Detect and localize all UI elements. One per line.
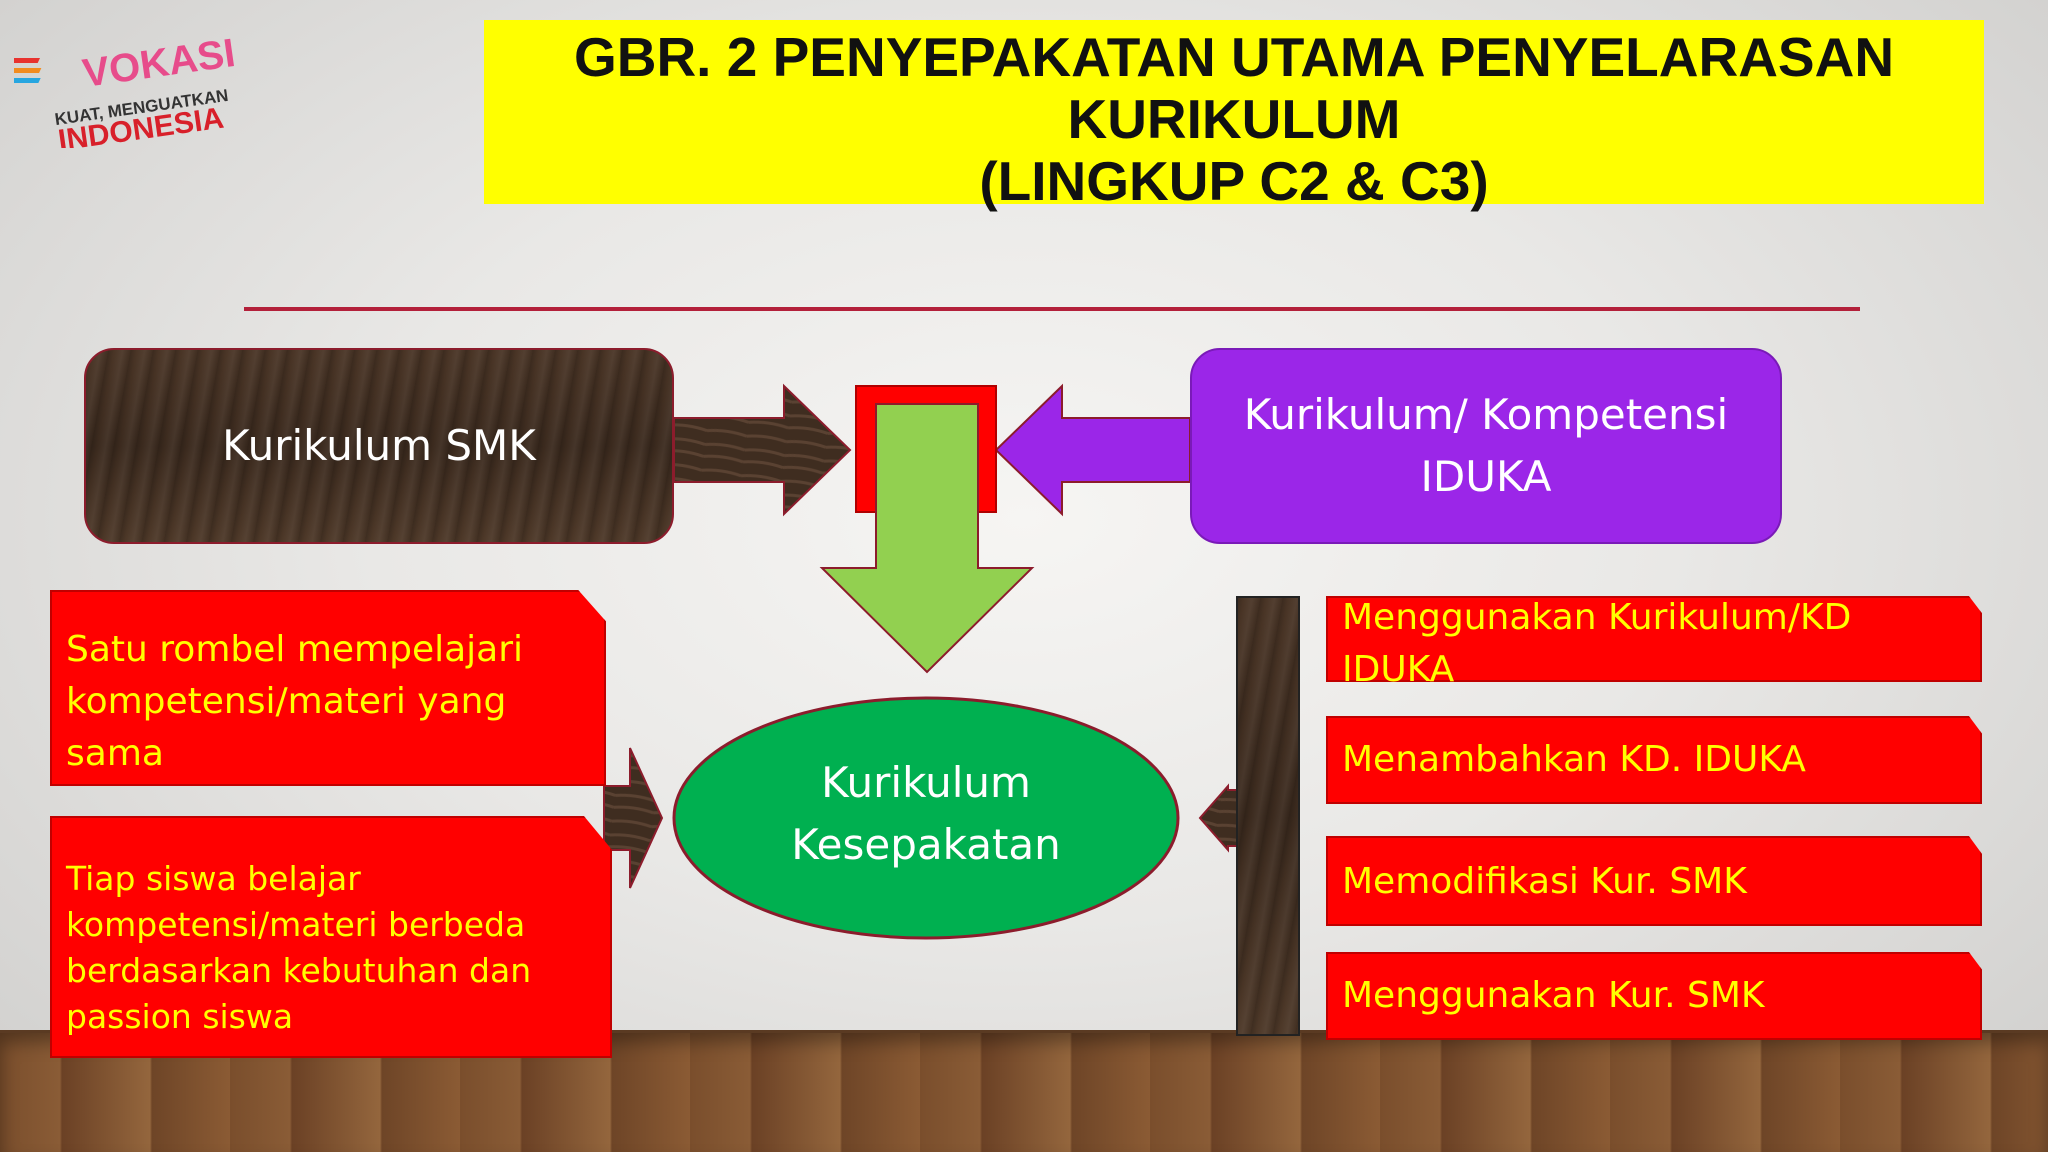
node-kurikulum-smk-label: Kurikulum SMK [222,421,536,470]
arrow-iduka-to-merge [994,383,1191,517]
logo-stripes-icon [14,58,42,83]
right-note-4-text: Menggunakan Kur. SMK [1342,975,1765,1016]
right-note-2: Menambahkan KD. IDUKA [1326,716,1982,804]
floor-seam [0,1030,2048,1033]
right-note-3-text: Memodifikasi Kur. SMK [1342,861,1747,902]
right-note-1: Menggunakan Kurikulum/KD IDUKA [1326,596,1982,682]
right-note-4: Menggunakan Kur. SMK [1326,952,1982,1040]
right-note-3: Memodifikasi Kur. SMK [1326,836,1982,926]
left-note-2: Tiap siswa belajar kompetensi/materi ber… [50,816,612,1058]
node-kurikulum-kesepakatan-label: Kurikulum Kesepakatan [791,758,1061,869]
node-kurikulum-iduka: Kurikulum/ Kompetensi IDUKA [1190,348,1782,544]
node-kurikulum-iduka-label: Kurikulum/ Kompetensi IDUKA [1243,390,1729,501]
arrow-right-bar-to-agreement [1198,783,1239,853]
right-note-1-text: Menggunakan Kurikulum/KD IDUKA [1342,597,1852,690]
title-banner [484,20,1984,204]
right-note-2-text: Menambahkan KD. IDUKA [1342,739,1806,780]
left-note-2-text: Tiap siswa belajar kompetensi/materi ber… [66,859,532,1036]
arrow-left-notes-to-agreement [603,747,664,889]
vokasi-logo: VOKASI KUAT, MENGUATKAN INDONESIA [14,31,238,148]
left-note-1: Satu rombel mempelajari kompetensi/mater… [50,590,606,786]
title-divider [244,307,1860,311]
slide-title: GBR. 2 PENYEPAKATAN UTAMA PENYELARASAN K… [573,26,1895,212]
arrow-down-to-agreement [819,403,1035,674]
agreement-ellipse [672,696,1180,940]
left-note-1-text: Satu rombel mempelajari kompetensi/mater… [66,629,524,774]
right-wood-bar [1236,596,1300,1036]
arrow-smk-to-merge [673,383,852,517]
node-kurikulum-smk: Kurikulum SMK [84,348,674,544]
